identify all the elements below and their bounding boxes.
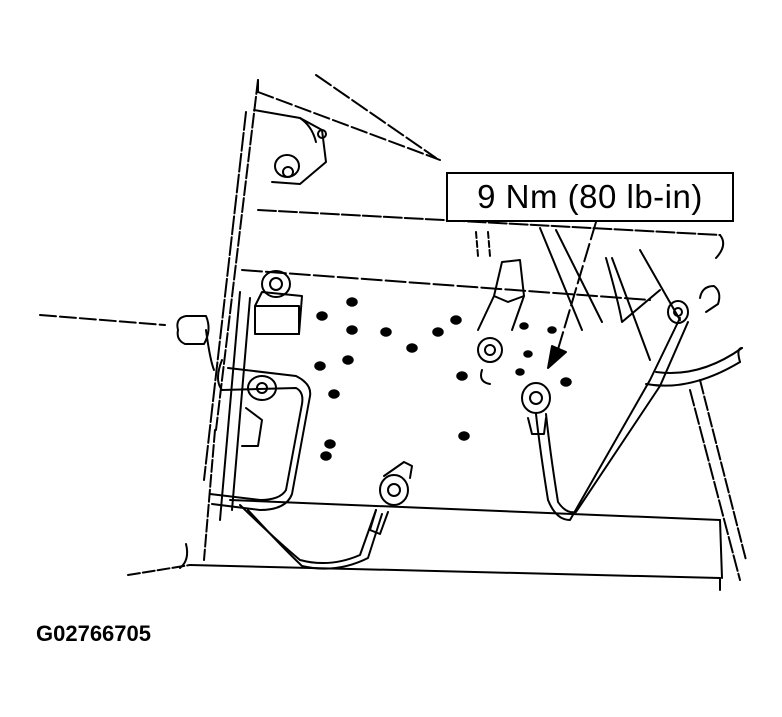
- left-pipe: [210, 271, 310, 520]
- torque-spec-text: 9 Nm (80 lb-in): [477, 178, 703, 215]
- right-strap: [522, 286, 746, 580]
- plate-holes: [315, 298, 571, 460]
- lower-left-strap: [240, 462, 412, 569]
- upper-bracket: [254, 110, 326, 184]
- figure-id-label: G02766705: [36, 621, 151, 646]
- housing-outline: [40, 75, 723, 590]
- torque-leader-arrow: [547, 222, 596, 369]
- center-structure: [476, 228, 680, 384]
- torque-spec-callout: 9 Nm (80 lb-in): [446, 172, 734, 222]
